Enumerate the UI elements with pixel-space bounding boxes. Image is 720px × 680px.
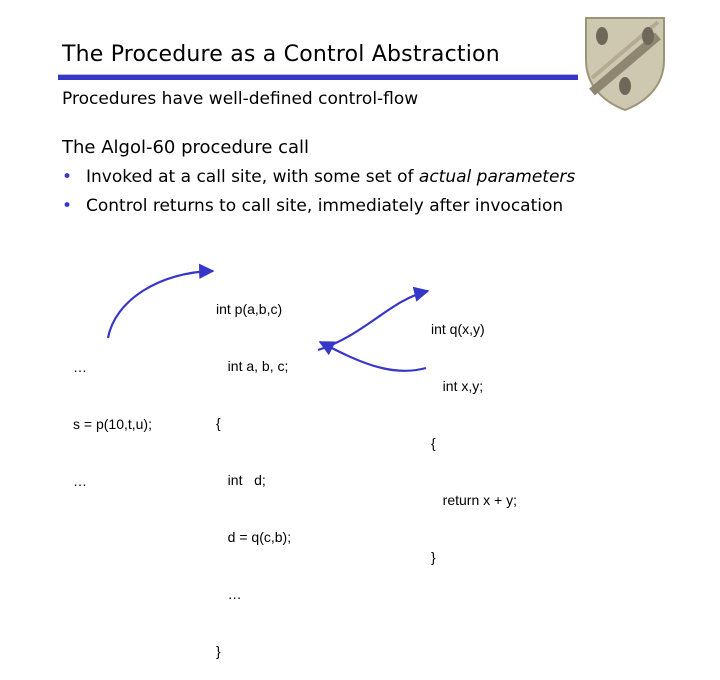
university-shield-logo [585,17,665,112]
code-line: int d; [216,472,266,488]
bullet-item: • Invoked at a call site, with some set o… [62,167,575,187]
slide-subtitle: Procedures have well-defined control-flo… [62,89,419,109]
code-line: … [216,586,242,602]
call-arrow-q [317,286,430,352]
section-heading: The Algol-60 procedure call [62,137,310,158]
code-line: int p(a,b,c) [216,301,283,317]
code-line: { [216,415,221,431]
code-line: … [73,473,87,489]
procedure-q-code: int q(x,y) int x,y; { return x + y; } [431,282,517,586]
code-line: { [431,435,436,451]
title-rule [58,75,578,80]
code-line: } [216,643,221,659]
code-line: s = p(10,t,u); [73,416,152,432]
code-line: int a, b, c; [216,358,289,374]
control-flow-arrows [106,263,430,372]
bullet-marker: • [62,196,73,216]
slide-title: The Procedure as a Control Abstraction [62,42,500,67]
title-rule-thin [58,74,578,75]
code-line: … [73,359,87,375]
bullet-marker: • [62,167,73,187]
code-line: int x,y; [431,378,484,394]
bullet-text: Invoked at a call site, with some set of [86,167,419,187]
code-line: int q(x,y) [431,321,485,337]
call-arrow-p [106,263,215,339]
caller-code: … s = p(10,t,u); … [73,320,152,510]
return-arrow-q [318,341,427,372]
bullet-emphasis: actual parameters [418,167,576,187]
code-line: return x + y; [431,492,517,508]
code-line: } [431,549,436,565]
bullet-item: • Control returns to call site, immediate… [62,196,563,216]
bullet-text: Control returns to call site, immediatel… [86,196,564,216]
